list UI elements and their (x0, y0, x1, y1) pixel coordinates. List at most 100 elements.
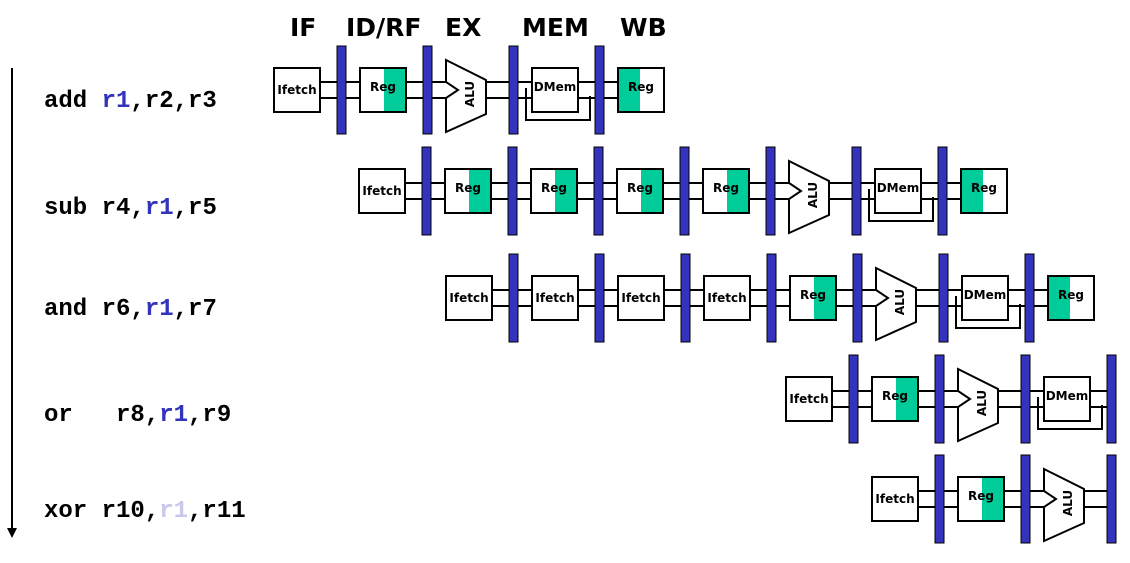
pipeline-register-bar (1024, 253, 1035, 343)
dmem-box (531, 67, 579, 113)
pipeline-register-bar (765, 146, 776, 236)
pipeline-register-bar (508, 253, 519, 343)
reg-border (359, 67, 407, 113)
alu-shape (1043, 467, 1085, 543)
pipeline-register-bar (421, 146, 432, 236)
ifetch-box (358, 168, 406, 214)
reg-read-half (962, 170, 983, 212)
ifetch-box (617, 275, 665, 321)
reg-write-half (896, 378, 917, 420)
stage-label-id-rf: ID/RF (346, 13, 422, 42)
pipeline-register-bar (937, 146, 948, 236)
ifetch-box (531, 275, 579, 321)
alu-label: ALU (806, 182, 820, 208)
pipeline-register-bar (1020, 354, 1031, 444)
pipeline-register-bar (848, 354, 859, 444)
reg-label: Reg (800, 288, 826, 302)
reg-label: Reg (971, 181, 997, 195)
pipeline-register-bar (679, 146, 690, 236)
stage-label-ex: EX (445, 13, 481, 42)
ifetch-box (871, 476, 919, 522)
dmem-bypass-wire (955, 296, 1021, 329)
stage-label-if: IF (290, 13, 316, 42)
reg-border (957, 476, 1005, 522)
pipeline-register-bar (594, 253, 605, 343)
reg-write-half (469, 170, 490, 212)
instruction-label: and r6,r1,r7 (44, 296, 217, 323)
pipeline-row: Ifetch Reg ALU DMem Reg (273, 45, 665, 135)
ifetch-box (445, 275, 493, 321)
reg-border (960, 168, 1008, 214)
alu-shape (788, 159, 830, 235)
reg-border (444, 168, 492, 214)
dmem-box (874, 168, 922, 214)
ifetch-label: Ifetch (789, 392, 828, 406)
ifetch-label: Ifetch (875, 492, 914, 506)
pipeline-register-bar (1020, 454, 1031, 544)
pipeline-register-bar (422, 45, 433, 135)
reg-border (702, 168, 750, 214)
reg-label: Reg (455, 181, 481, 195)
pipeline-register-bar (680, 253, 691, 343)
dmem-bypass-wire (868, 189, 934, 222)
reg-write-half (641, 170, 662, 212)
dmem-label: DMem (877, 181, 920, 195)
reg-write-half (555, 170, 576, 212)
alu-label: ALU (463, 81, 477, 107)
dmem-bypass-wire (1037, 397, 1103, 430)
pipeline-register-bar (852, 253, 863, 343)
reg-label: Reg (1058, 288, 1084, 302)
pipeline-register-bar (938, 253, 949, 343)
reg-label: Reg (968, 489, 994, 503)
dmem-label: DMem (534, 80, 577, 94)
alu-shape (445, 58, 487, 134)
dmem-bypass-wire (525, 88, 591, 121)
pipeline-register-bar (766, 253, 777, 343)
dmem-label: DMem (964, 288, 1007, 302)
reg-label: Reg (713, 181, 739, 195)
reg-label: Reg (882, 389, 908, 403)
pipeline-register-bar (851, 146, 862, 236)
reg-border (1047, 275, 1095, 321)
pipeline-register-bar (934, 354, 945, 444)
ifetch-label: Ifetch (621, 291, 660, 305)
ifetch-label: Ifetch (707, 291, 746, 305)
dmem-box (1043, 376, 1091, 422)
ifetch-box (785, 376, 833, 422)
reg-write-half (982, 478, 1003, 520)
reg-border (871, 376, 919, 422)
reg-read-half (619, 69, 640, 111)
reg-label: Reg (627, 181, 653, 195)
pipeline-register-bar (1106, 454, 1117, 544)
stage-label-wb: WB (620, 13, 667, 42)
pipeline-register-bar (1106, 354, 1117, 444)
instruction-label: xor r10,r1,r11 (44, 498, 246, 525)
alu-shape (957, 367, 999, 443)
reg-label: Reg (628, 80, 654, 94)
ifetch-label: Ifetch (277, 83, 316, 97)
reg-write-half (814, 277, 835, 319)
time-arrow (7, 68, 17, 538)
instruction-label: sub r4,r1,r5 (44, 195, 217, 222)
alu-label: ALU (975, 390, 989, 416)
reg-write-half (384, 69, 405, 111)
ifetch-label: Ifetch (535, 291, 574, 305)
alu-shape (875, 266, 917, 342)
stage-label-mem: MEM (522, 13, 589, 42)
instruction-list: add r1,r2,r3 sub r4,r1,r5 and r6,r1,r7 o… (44, 88, 246, 525)
pipeline-register-bar (934, 454, 945, 544)
pipeline-register-bar (507, 146, 518, 236)
reg-label: Reg (370, 80, 396, 94)
reg-border (789, 275, 837, 321)
pipeline-register-bar (594, 45, 605, 135)
ifetch-box (703, 275, 751, 321)
reg-read-half (1049, 277, 1070, 319)
ifetch-label: Ifetch (449, 291, 488, 305)
instruction-label: add r1,r2,r3 (44, 88, 217, 115)
alu-label: ALU (1061, 490, 1075, 516)
